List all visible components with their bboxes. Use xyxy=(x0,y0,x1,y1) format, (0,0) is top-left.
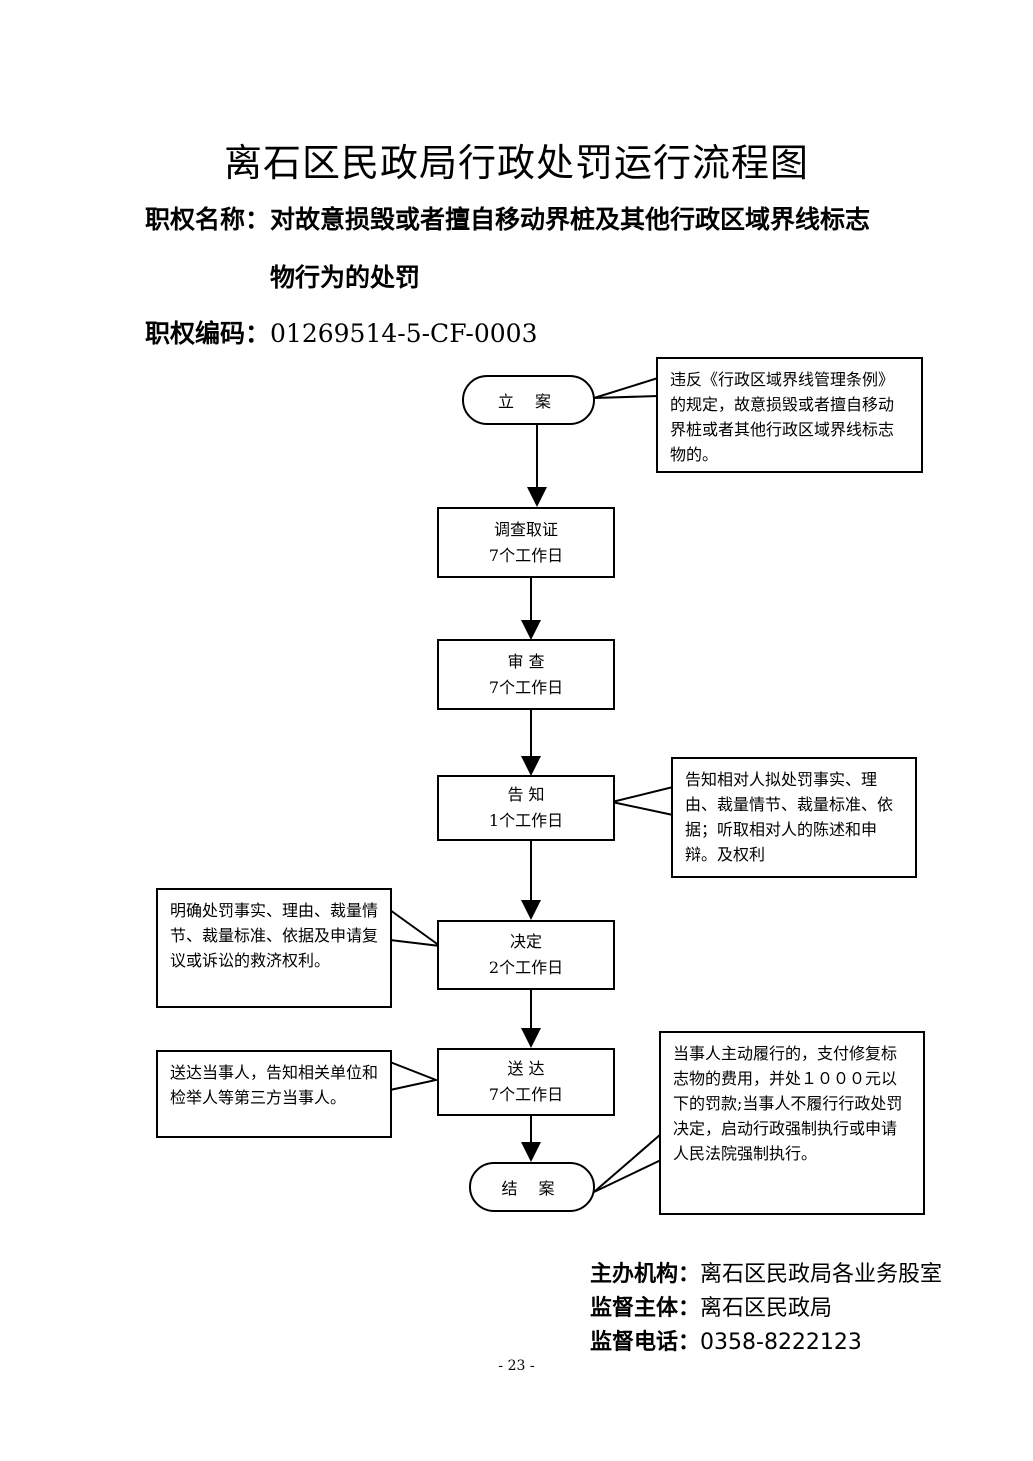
footer-supervisor: 监督主体：离石区民政局 xyxy=(590,1292,832,1326)
callout-pointer-deliver xyxy=(389,1061,440,1091)
step-label: 决定 xyxy=(509,932,542,951)
note-delivery-content: 送达当事人，告知相关单位和检举人等第三方当事人。 xyxy=(156,1050,392,1138)
flow-step-investigate: 调查取证 7个工作日 xyxy=(437,507,615,578)
authority-code-line: 职权编码：01269514-5-CF-0003 xyxy=(145,314,537,350)
authority-code-value: 01269514-5-CF-0003 xyxy=(270,319,538,348)
note-closing-content: 当事人主动履行的，支付修复标志物的费用，并处１０００元以下的罚款;当事人不履行行… xyxy=(659,1031,925,1215)
flow-step-notify: 告 知 1个工作日 xyxy=(437,775,615,841)
authority-code-label: 职权编码： xyxy=(145,319,271,348)
step-days: 7个工作日 xyxy=(488,1085,564,1104)
flow-start-label: 立 案 xyxy=(497,392,560,411)
note-notify-content: 告知相对人拟处罚事实、理由、裁量情节、裁量标准、依据；听取相对人的陈述和申辩。及… xyxy=(671,757,917,878)
step-label: 调查取证 xyxy=(493,519,558,539)
footer-phone-label: 监督电话： xyxy=(590,1330,701,1355)
footer-organizer-label: 主办机构： xyxy=(590,1262,701,1287)
footer-phone: 监督电话：0358-8222123 xyxy=(590,1326,862,1360)
note-decision-content: 明确处罚事实、理由、裁量情节、裁量标准、依据及申请复议或诉讼的救济权利。 xyxy=(156,888,392,1008)
page-title: 离石区民政局行政处罚运行流程图 xyxy=(223,141,809,185)
callout-pointer-end xyxy=(593,1133,662,1193)
step-days: 7个工作日 xyxy=(488,545,564,565)
flow-end-node: 结 案 xyxy=(469,1162,595,1212)
callout-pointer-start xyxy=(593,377,659,399)
note-filing-condition: 违反《行政区域界线管理条例》的规定，故意损毁或者擅自移动界桩或者其他行政区域界线… xyxy=(656,357,923,473)
footer-supervisor-label: 监督主体： xyxy=(590,1296,701,1321)
flow-step-deliver: 送 达 7个工作日 xyxy=(437,1048,615,1116)
page-number: - 23 - xyxy=(498,1358,535,1374)
authority-name-line2: 物行为的处罚 xyxy=(270,263,421,292)
step-label: 审 查 xyxy=(507,651,545,671)
callout-pointer-decide xyxy=(389,909,441,947)
authority-name-value: 对故意损毁或者擅自移动界桩及其他行政区域界线标志 xyxy=(270,205,871,234)
footer-supervisor-value: 离石区民政局 xyxy=(700,1296,833,1321)
flow-start-node: 立 案 xyxy=(462,375,595,425)
flow-step-review: 审 查 7个工作日 xyxy=(437,639,615,710)
footer-organizer-value: 离石区民政局各业务股室 xyxy=(700,1262,943,1287)
flow-step-decide: 决定 2个工作日 xyxy=(437,920,615,990)
step-days: 2个工作日 xyxy=(488,958,564,977)
step-days: 7个工作日 xyxy=(488,677,564,697)
callout-pointer-notify xyxy=(611,786,674,816)
authority-name-line1: 职权名称：对故意损毁或者擅自移动界桩及其他行政区域界线标志 xyxy=(145,200,870,236)
footer-organizer: 主办机构：离石区民政局各业务股室 xyxy=(590,1258,942,1292)
footer-phone-value: 0358-8222123 xyxy=(700,1330,862,1355)
step-label: 告 知 xyxy=(507,785,545,804)
step-days: 1个工作日 xyxy=(488,811,564,830)
flow-end-label: 结 案 xyxy=(501,1179,563,1198)
authority-name-label: 职权名称： xyxy=(145,205,271,234)
step-label: 送 达 xyxy=(507,1059,545,1078)
